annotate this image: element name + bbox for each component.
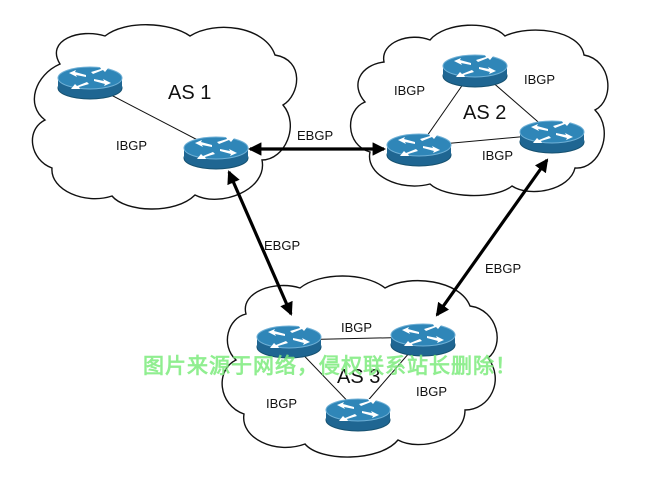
router-as3-right bbox=[390, 323, 456, 357]
ibgp-label-as2-left: IBGP bbox=[394, 83, 425, 98]
cloud-as1 bbox=[31, 24, 298, 210]
ibgp-label-as3-right: IBGP bbox=[416, 384, 447, 399]
watermark-text: 图片来源于网络，侵权联系站长删除！ bbox=[143, 354, 517, 378]
router-as2-top bbox=[442, 54, 508, 88]
router-as2-right bbox=[519, 120, 585, 154]
ibgp-label-as1: IBGP bbox=[116, 138, 147, 153]
ebgp-arrow-as1-as3 bbox=[227, 170, 293, 316]
router-as2-left bbox=[386, 133, 452, 167]
ebgp-label-as2-as3: EBGP bbox=[485, 261, 521, 276]
ibgp-label-as2-right: IBGP bbox=[524, 72, 555, 87]
ibgp-label-as2-bottom: IBGP bbox=[482, 148, 513, 163]
as3-label: AS 3 bbox=[337, 366, 380, 388]
as1-label: AS 1 bbox=[168, 82, 211, 104]
cloud-as3 bbox=[221, 275, 498, 458]
as2-label: AS 2 bbox=[463, 102, 506, 124]
router-as1-border bbox=[183, 136, 249, 170]
ebgp-arrow-as2-as3 bbox=[435, 158, 549, 317]
router-as3-bottom bbox=[325, 398, 391, 432]
ibgp-label-as3-left: IBGP bbox=[266, 396, 297, 411]
ebgp-label-as1-as3: EBGP bbox=[264, 238, 300, 253]
ebgp-label-as1-as2: EBGP bbox=[297, 128, 333, 143]
ibgp-label-as3-top: IBGP bbox=[341, 320, 372, 335]
router-as1-top-left bbox=[57, 66, 123, 100]
